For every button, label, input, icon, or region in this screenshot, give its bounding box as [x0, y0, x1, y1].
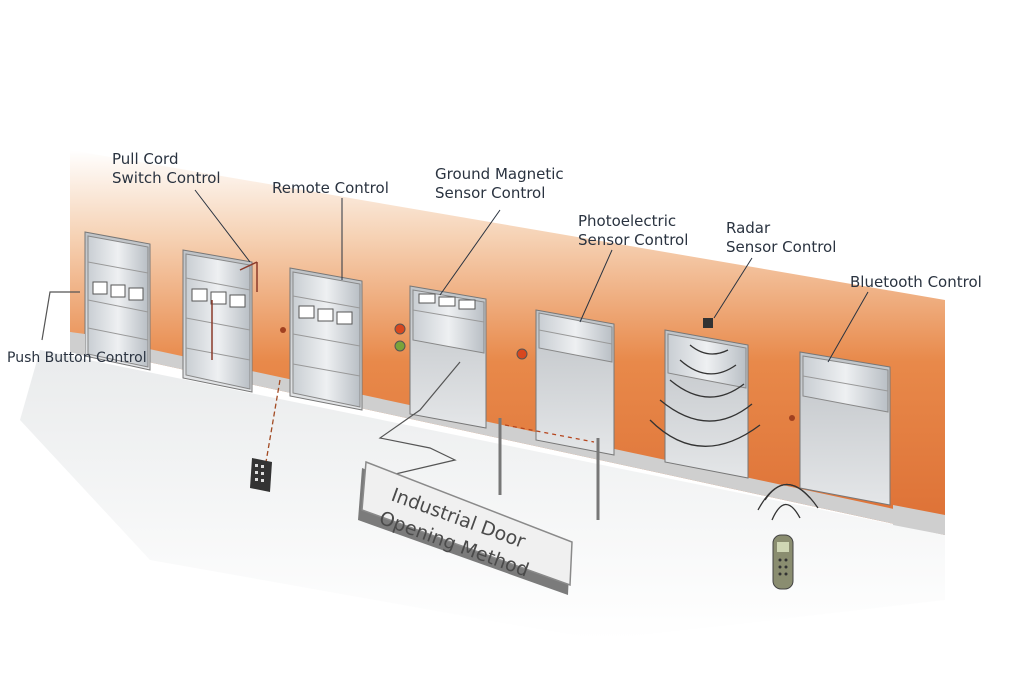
wall-base: [70, 332, 945, 535]
door-remote: [280, 267, 363, 411]
phone-bluetooth: [757, 483, 819, 590]
door-pull-cord: [182, 249, 258, 393]
door-bluetooth: [789, 351, 945, 535]
title-banner: [358, 460, 573, 595]
label-pull-cord: Pull Cord Switch Control: [112, 150, 221, 187]
label-bluetooth: Bluetooth Control: [850, 273, 982, 291]
keypad-remote: [250, 379, 281, 492]
floor: [20, 350, 945, 640]
door-photoelectric: [498, 309, 615, 520]
door-push-button: [70, 231, 151, 371]
door-ground-magnetic: [369, 285, 487, 481]
push-button-cord: [41, 291, 80, 341]
label-photoelectric: Photoelectric Sensor Control: [578, 212, 689, 249]
label-remote: Remote Control: [272, 179, 389, 197]
label-radar: Radar Sensor Control: [726, 219, 837, 256]
label-push-button: Push Button Control: [7, 350, 147, 366]
label-ground-magnetic: Ground Magnetic Sensor Control: [435, 165, 564, 202]
door-radar: [649, 318, 761, 479]
label-pointers: [194, 189, 869, 363]
